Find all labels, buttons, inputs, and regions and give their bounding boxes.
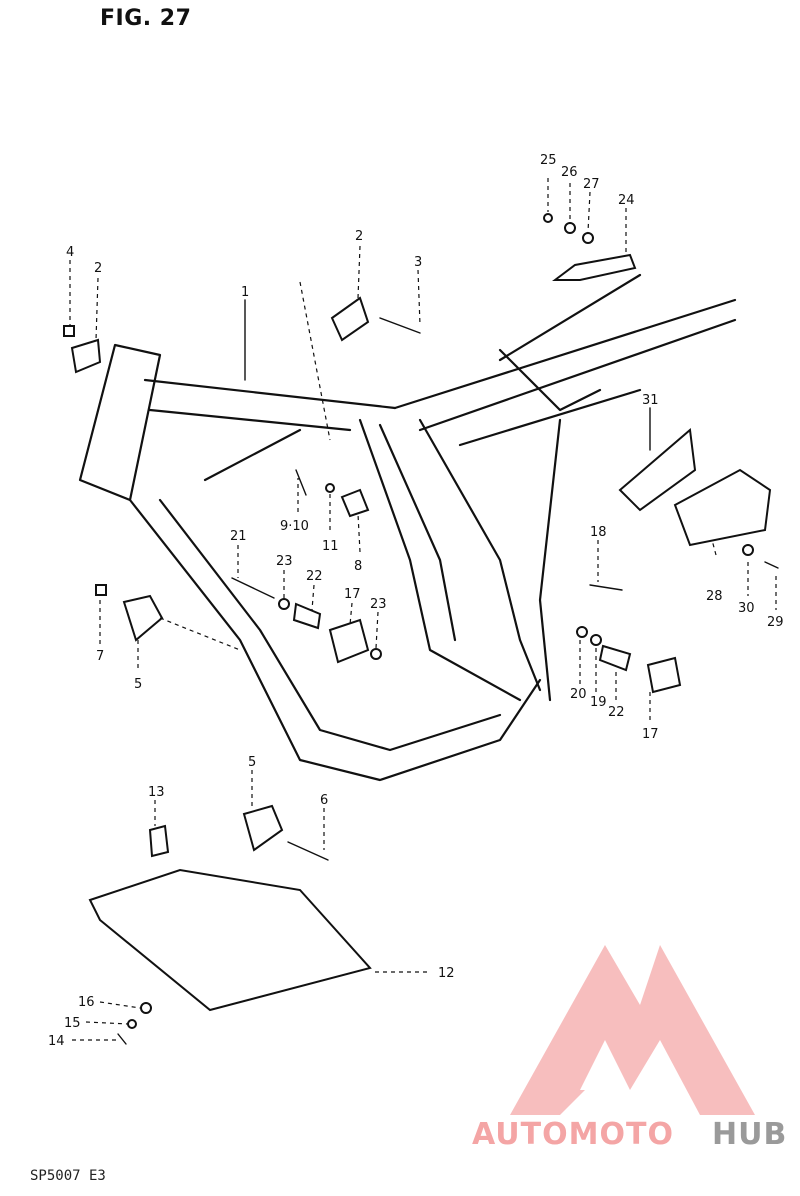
part-9-10-bolt	[295, 469, 307, 496]
callout-1: 1	[241, 285, 249, 300]
part-31-cover	[618, 428, 697, 512]
callout-19: 19	[590, 695, 607, 710]
part-18-bolt	[589, 584, 623, 591]
callout-2-left: 2	[94, 261, 102, 276]
top-tube-lower	[148, 408, 352, 432]
callout-29: 29	[767, 615, 784, 630]
down-tube-cradle	[128, 498, 542, 782]
callout-17-b: 17	[642, 727, 659, 742]
part-26-washer	[564, 222, 576, 234]
seat-brace	[498, 348, 602, 412]
part-2-bracket-upper	[330, 296, 370, 342]
part-14-bolt	[117, 1033, 127, 1045]
callout-24: 24	[618, 193, 635, 208]
front-downtube	[358, 418, 522, 702]
seat-rail-upper	[393, 298, 737, 410]
watermark-word-hub: HUB	[712, 1117, 787, 1152]
callout-15: 15	[64, 1016, 81, 1031]
callout-2-upper: 2	[355, 229, 363, 244]
callout-7: 7	[96, 649, 104, 664]
drawing-code: SP5007 E3	[30, 1168, 106, 1184]
cradle-inner	[158, 498, 502, 752]
watermark-word-automoto: AUTOMOTO	[472, 1117, 674, 1152]
callout-20: 20	[570, 687, 587, 702]
callout-17-a: 17	[344, 587, 361, 602]
part-23-washer-a	[278, 598, 290, 610]
part-12-skid-plate	[88, 868, 372, 1012]
callout-21: 21	[230, 529, 247, 544]
part-8-plate	[340, 488, 370, 518]
callout-22-a: 22	[306, 569, 323, 584]
part-30-washer	[742, 544, 754, 556]
logo-triangle-mark	[510, 945, 755, 1115]
callout-8: 8	[354, 559, 362, 574]
callout-27: 27	[583, 177, 600, 192]
part-17-damper-b	[646, 656, 682, 694]
part-11-nut	[325, 483, 335, 493]
steering-head	[78, 343, 162, 502]
callout-28: 28	[706, 589, 723, 604]
leader-lines	[69, 178, 777, 1041]
part-5-bracket-left	[122, 594, 164, 642]
seat-rail-lower	[418, 318, 737, 432]
watermark-logo	[510, 945, 755, 1115]
part-15-washer	[127, 1019, 137, 1029]
frame-main	[78, 273, 737, 782]
front-downtube-inner	[378, 423, 457, 642]
part-22-spacer-b	[598, 644, 632, 672]
callout-4: 4	[66, 245, 74, 260]
rear-subframe	[498, 273, 642, 362]
part-4-nut	[63, 325, 75, 337]
part-16-nut	[140, 1002, 152, 1014]
part-25-bolt	[543, 213, 553, 223]
parts-group	[63, 213, 779, 1045]
callout-5-lower: 5	[248, 755, 256, 770]
callout-6: 6	[320, 793, 328, 808]
part-22-spacer-a	[292, 602, 322, 630]
callout-18: 18	[590, 525, 607, 540]
callout-14: 14	[48, 1034, 65, 1049]
callout-25: 25	[540, 153, 557, 168]
part-23-washer-b	[370, 648, 382, 660]
part-7-nut	[95, 584, 107, 596]
callout-9-10: 9·10	[280, 519, 309, 534]
part-5-bracket-lower	[242, 804, 284, 852]
part-28-coil	[673, 468, 772, 547]
part-27-nut	[582, 232, 594, 244]
figure-title: FIG. 27	[100, 6, 192, 31]
part-17-damper-a	[328, 618, 370, 664]
callout-labels: 25 26 27 24 2 3 4 2 1 31 9·10 11 8 18 21…	[48, 153, 784, 1049]
part-19-washer	[590, 634, 602, 646]
part-29-bolt	[764, 561, 779, 569]
callout-26: 26	[561, 165, 578, 180]
callout-23-a: 23	[276, 554, 293, 569]
top-tube	[143, 378, 397, 410]
callout-23-b: 23	[370, 597, 387, 612]
rear-downtube	[418, 418, 542, 692]
part-24-bracket	[552, 253, 637, 281]
logo-triangle-cutout	[580, 1040, 630, 1090]
callout-30: 30	[738, 601, 755, 616]
callout-5-left: 5	[134, 677, 142, 692]
callout-3: 3	[414, 255, 422, 270]
part-21-bolt	[231, 577, 275, 599]
callout-22-b: 22	[608, 705, 625, 720]
rear-upright	[538, 418, 562, 702]
callout-11: 11	[322, 539, 339, 554]
callout-13: 13	[148, 785, 165, 800]
part-3-bolt	[379, 317, 421, 334]
callout-16: 16	[78, 995, 95, 1010]
callout-31: 31	[642, 393, 659, 408]
part-2-bracket-left	[70, 338, 102, 374]
cross-brace	[458, 388, 642, 447]
gusset-brace	[203, 428, 302, 482]
callout-12: 12	[438, 966, 455, 981]
part-20-clip	[576, 626, 588, 638]
part-6-bolt	[287, 841, 329, 861]
part-13-bracket	[148, 824, 170, 858]
